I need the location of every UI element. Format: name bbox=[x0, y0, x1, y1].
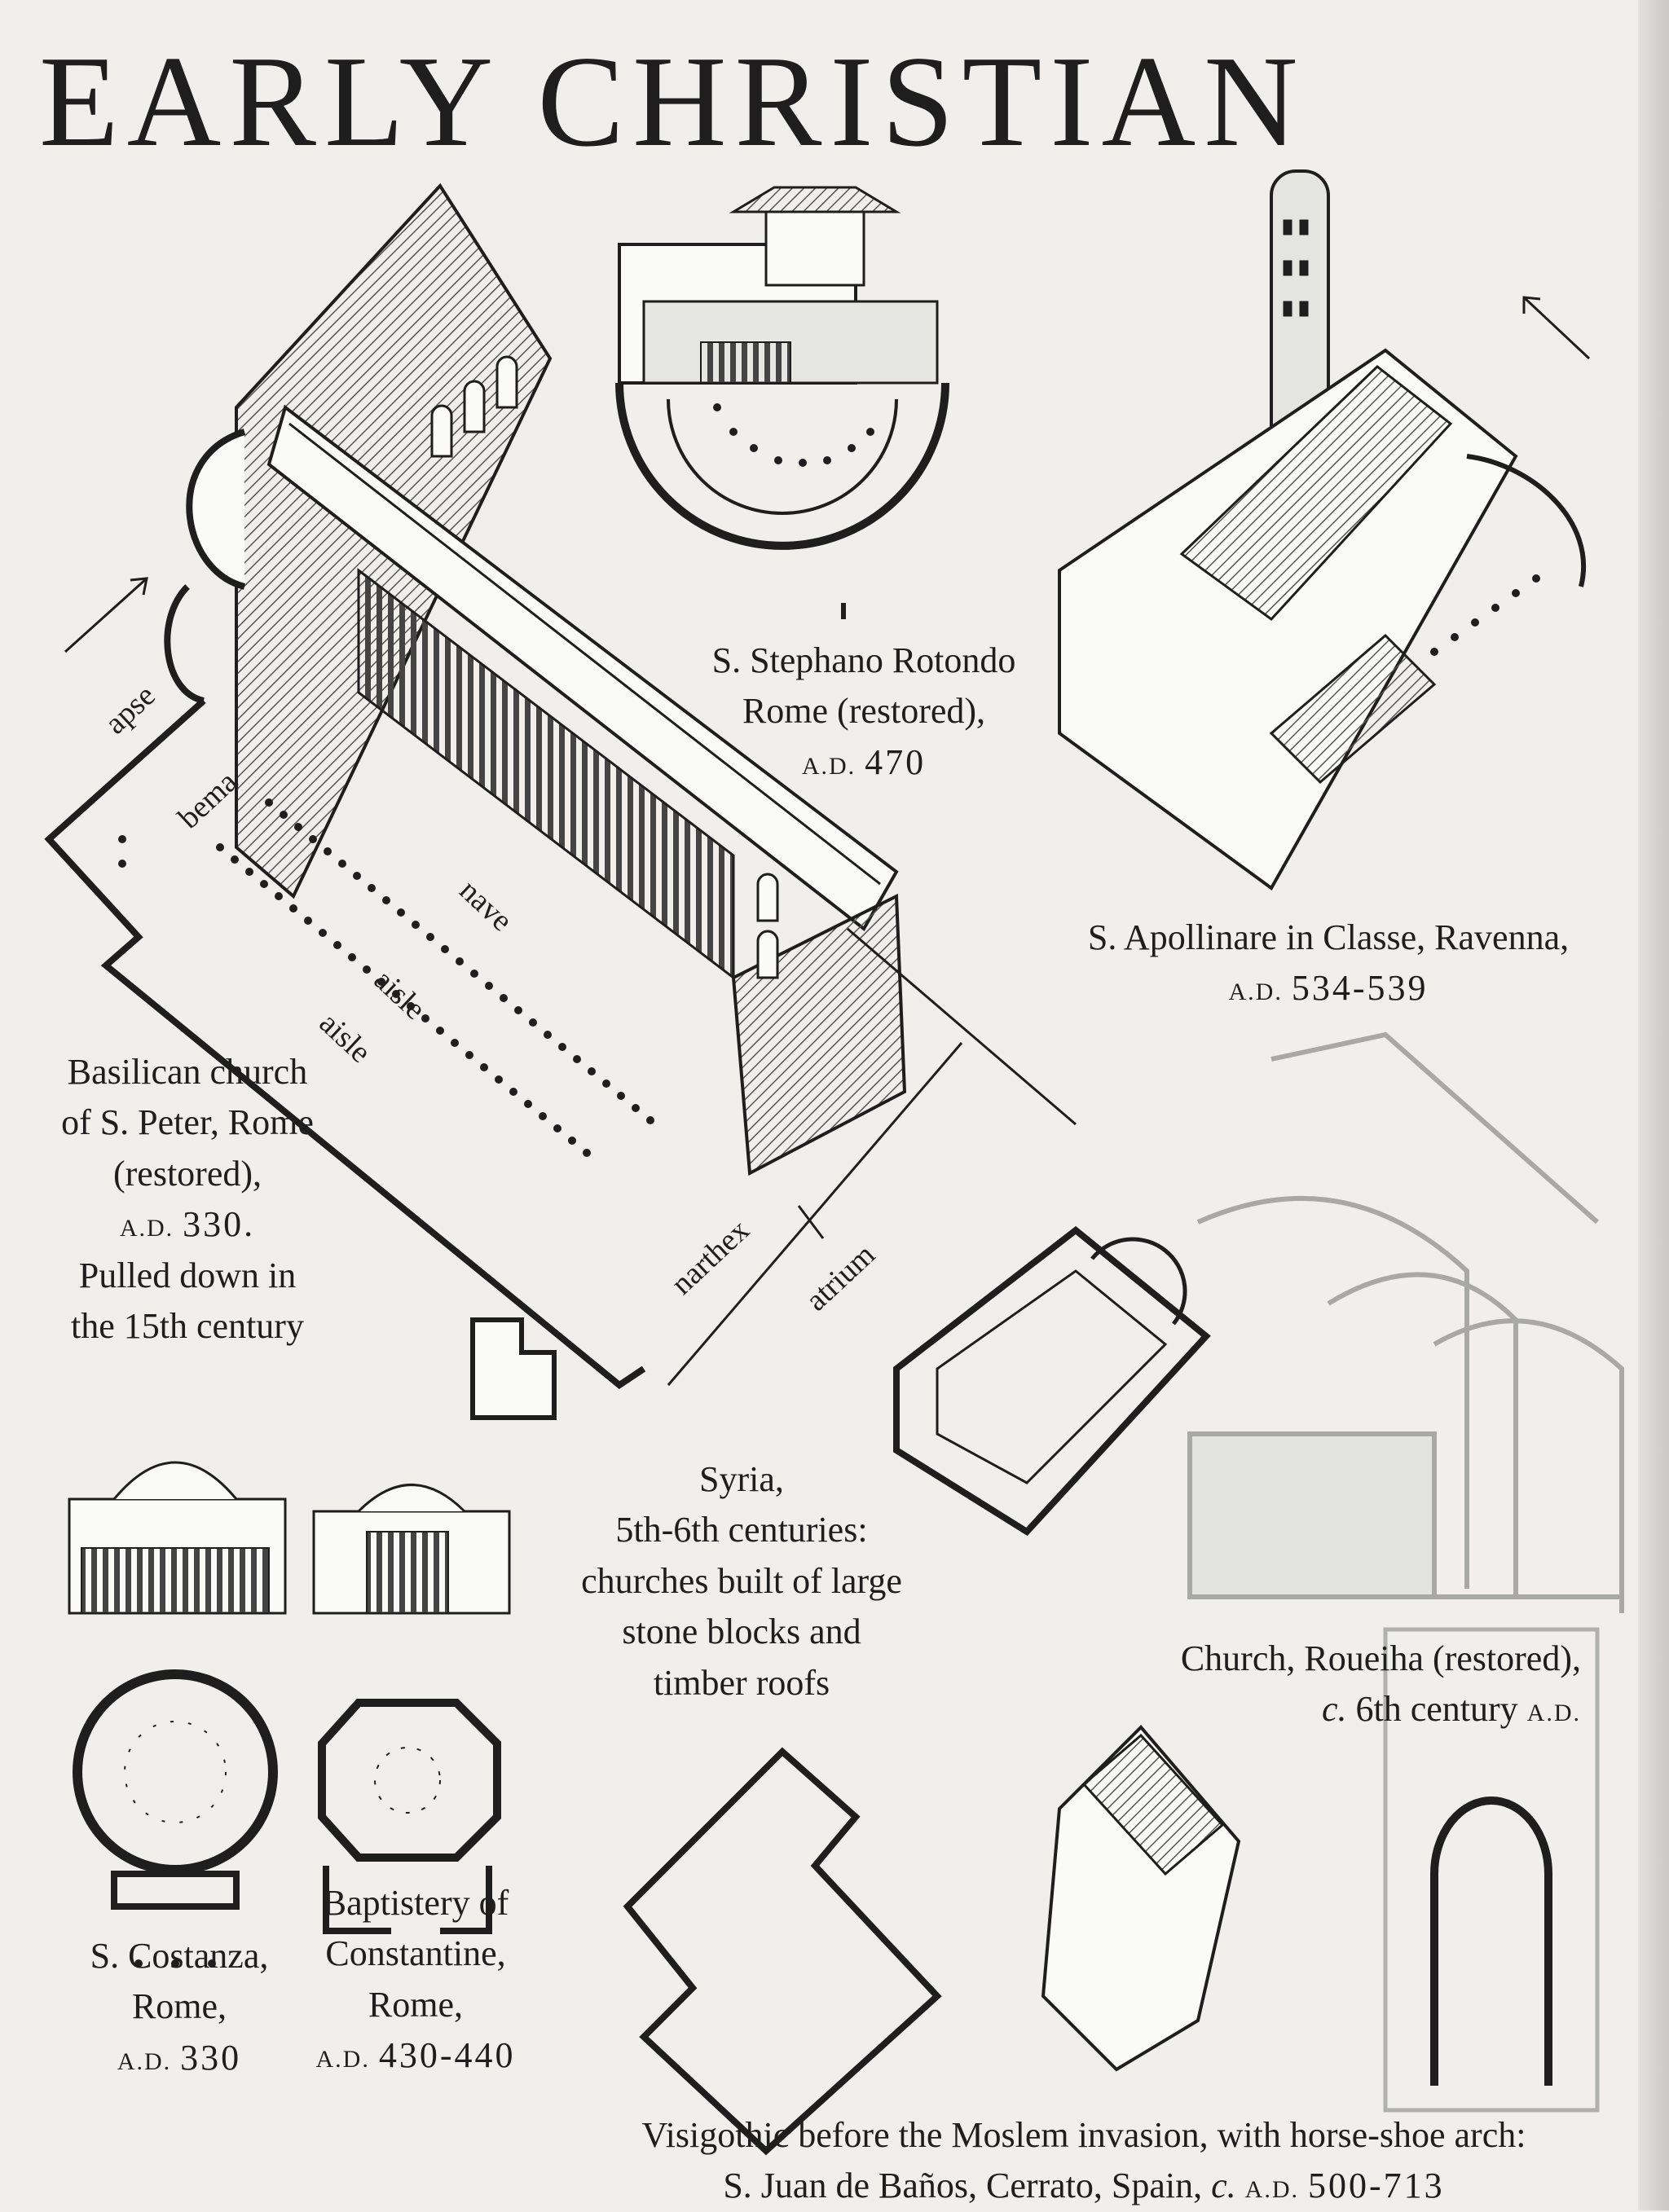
caption-visigothic: Visigothic before the Moslem invasion, w… bbox=[538, 2110, 1630, 2212]
caption-line: timber roofs bbox=[653, 1662, 830, 1703]
s-juan-de-banos-drawing bbox=[623, 1627, 1600, 2156]
s-peter-basilica-drawing bbox=[44, 183, 1077, 1420]
caption-line: Church, Roueiha (restored), bbox=[1180, 1638, 1581, 1678]
date-prefix: A.D. bbox=[1526, 1700, 1581, 1727]
caption-date: A.D. 330 bbox=[49, 2033, 310, 2083]
page-title: EARLY CHRISTIAN bbox=[39, 29, 1306, 174]
date-prefix: A.D. bbox=[117, 2047, 172, 2075]
caption-line: Pulled down in bbox=[78, 1255, 297, 1295]
caption-line: Rome (restored), bbox=[742, 691, 986, 732]
caption-date: A.D. 534-539 bbox=[1043, 963, 1614, 1014]
caption-line: 5th-6th centuries: bbox=[615, 1510, 868, 1550]
date-value: 330. bbox=[183, 1204, 256, 1245]
circa-mark: c. bbox=[1321, 1689, 1347, 1730]
caption-date: c. 6th century A.D. bbox=[1043, 1684, 1581, 1735]
caption-line: (restored), bbox=[112, 1153, 262, 1194]
date-prefix: A.D. bbox=[1228, 978, 1283, 1006]
caption-line: Rome, bbox=[131, 1986, 227, 2027]
caption-line: Basilican church bbox=[67, 1052, 308, 1092]
date-value: 330 bbox=[180, 2037, 242, 2078]
date-prefix: A.D. bbox=[801, 752, 857, 780]
date-prefix: A.D. bbox=[119, 1215, 174, 1242]
caption-s-costanza: S. Costanza, Rome, A.D. 330 bbox=[49, 1931, 310, 2083]
baptistery-drawing bbox=[312, 1484, 511, 1934]
caption-line: S. Costanza, bbox=[90, 1936, 269, 1976]
caption-date: A.D. 330. bbox=[33, 1199, 342, 1250]
date-prefix: A.D. bbox=[1244, 2176, 1300, 2204]
roueiha-church-drawing bbox=[1187, 1031, 1624, 1613]
caption-line: Rome, bbox=[368, 1984, 464, 2025]
date-prefix: A.D. bbox=[315, 2046, 370, 2073]
date-value: 470 bbox=[865, 741, 927, 782]
s-apollinare-drawing bbox=[1058, 169, 1591, 891]
caption-line: Visigothic before the Moslem invasion, w… bbox=[641, 2115, 1526, 2155]
caption-syria: Syria, 5th-6th centuries: churches built… bbox=[522, 1454, 962, 1708]
century-text: 6th century bbox=[1355, 1689, 1518, 1730]
caption-line: S. Stephano Rotondo bbox=[711, 640, 1016, 680]
caption-line: Constantine, bbox=[325, 1933, 506, 1974]
caption-line: churches built of large bbox=[581, 1560, 902, 1601]
caption-date: A.D. 430-440 bbox=[293, 2030, 538, 2081]
page-edge-shadow bbox=[1638, 0, 1669, 2210]
syria-church-plan bbox=[893, 1225, 1211, 1537]
caption-line: Syria, bbox=[699, 1459, 784, 1499]
caption-line: S. Juan de Baños, Cerrato, Spain, bbox=[723, 2166, 1203, 2206]
caption-s-stephano: S. Stephano Rotondo Rome (restored), A.D… bbox=[668, 635, 1059, 788]
caption-roueiha: Church, Roueiha (restored), c. 6th centu… bbox=[1043, 1634, 1581, 1735]
caption-date: S. Juan de Baños, Cerrato, Spain, c. A.D… bbox=[538, 2161, 1630, 2211]
caption-baptistery: Baptistery of Constantine, Rome, A.D. 43… bbox=[293, 1878, 538, 2082]
date-value: 430-440 bbox=[378, 2035, 516, 2076]
s-stephano-rotondo-drawing bbox=[615, 186, 949, 619]
caption-s-peter: Basilican church of S. Peter, Rome (rest… bbox=[33, 1047, 342, 1352]
caption-line: of S. Peter, Rome bbox=[61, 1102, 314, 1143]
caption-s-apollinare: S. Apollinare in Classe, Ravenna, A.D. 5… bbox=[1043, 913, 1614, 1014]
date-value: 500-713 bbox=[1308, 2166, 1445, 2206]
caption-line: stone blocks and bbox=[622, 1612, 861, 1652]
caption-line: S. Apollinare in Classe, Ravenna, bbox=[1087, 917, 1570, 957]
date-value: 534-539 bbox=[1291, 968, 1429, 1009]
caption-date: A.D. 470 bbox=[668, 737, 1059, 788]
caption-line: the 15th century bbox=[71, 1306, 304, 1347]
circa-mark: c. bbox=[1211, 2166, 1236, 2206]
caption-line: Baptistery of bbox=[322, 1883, 509, 1923]
s-costanza-drawing bbox=[68, 1461, 287, 1968]
